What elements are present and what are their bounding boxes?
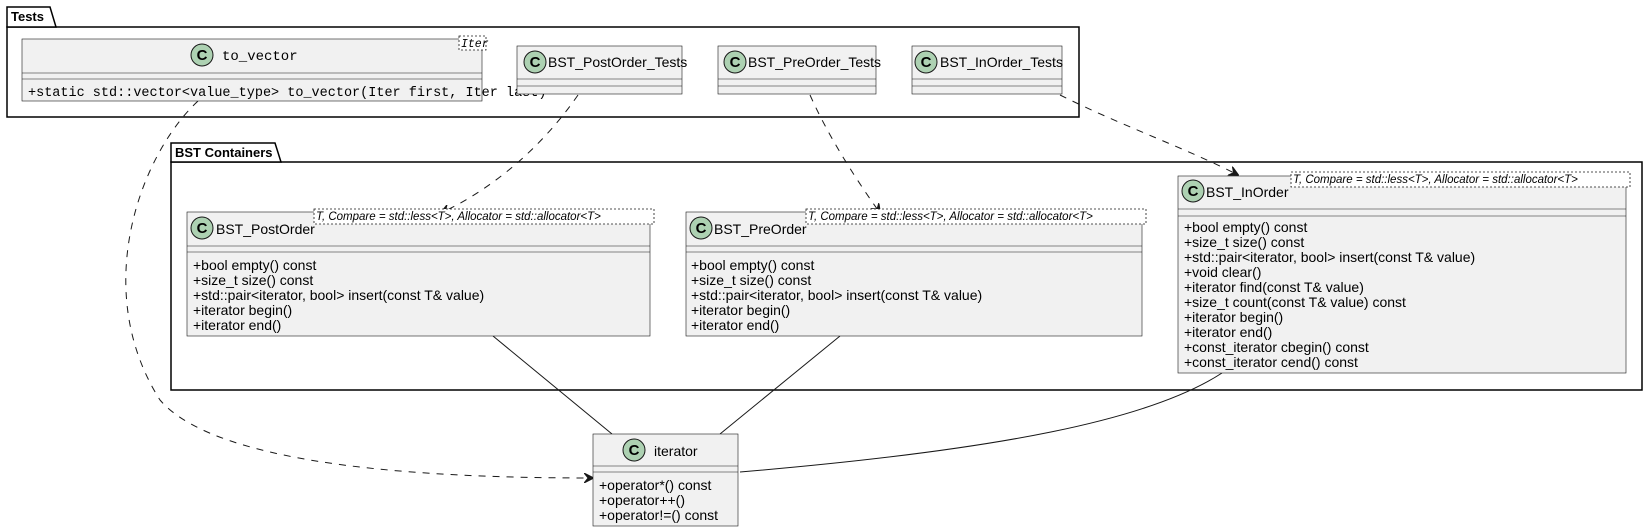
badge-letter: C <box>629 442 640 459</box>
member: +iterator end() <box>1184 324 1272 340</box>
badge-letter: C <box>921 54 932 71</box>
member: +operator++() <box>599 492 685 508</box>
class-badge-icon: C <box>622 438 646 462</box>
class-name: iterator <box>654 443 698 459</box>
member: +iterator begin() <box>193 302 292 318</box>
class-badge-icon: C <box>723 50 747 74</box>
badge-letter: C <box>730 54 741 71</box>
package-tests: Tests <box>6 6 1080 118</box>
member: +std::pair<iterator, bool> insert(const … <box>1184 249 1475 265</box>
member: +iterator end() <box>691 317 779 333</box>
relations <box>125 94 1238 478</box>
class-name: to_vector <box>222 49 298 65</box>
class-badge-icon: C <box>190 43 214 67</box>
dependency-inorder-tests <box>1059 94 1238 175</box>
class-iterator[interactable]: C iterator +operator*() const +operator+… <box>592 433 739 527</box>
member: +size_t size() const <box>193 272 313 288</box>
member: +const_iterator cbegin() const <box>1184 339 1369 355</box>
member: +size_t size() const <box>691 272 811 288</box>
member: +iterator end() <box>193 317 281 333</box>
class-badge-icon: C <box>523 50 547 74</box>
class-bst-inorder[interactable]: C BST_InOrder T, Compare = std::less<T>,… <box>1177 171 1631 374</box>
association-inorder-iterator <box>739 372 1223 473</box>
class-bst-preorder[interactable]: C BST_PreOrder T, Compare = std::less<T>… <box>685 208 1147 337</box>
template-params: T, Compare = std::less<T>, Allocator = s… <box>316 211 601 223</box>
dependency-preorder-tests <box>809 94 880 213</box>
template-params: T, Compare = std::less<T>, Allocator = s… <box>1293 174 1578 186</box>
class-bst-postorder-tests[interactable]: C BST_PostOrder_Tests <box>516 45 687 95</box>
dependency-postorder-tests <box>441 94 579 213</box>
class-bst-preorder-tests[interactable]: C BST_PreOrder_Tests <box>717 45 881 95</box>
association-postorder-iterator <box>492 335 613 435</box>
class-to-vector[interactable]: C to_vector Iter +static std::vector<val… <box>21 35 546 102</box>
member: +operator*() const <box>599 477 712 493</box>
badge-letter: C <box>1188 183 1199 200</box>
member: +void clear() <box>1184 264 1261 280</box>
package-title: BST Containers <box>175 145 273 160</box>
badge-letter: C <box>530 54 541 71</box>
class-bst-postorder[interactable]: C BST_PostOrder T, Compare = std::less<T… <box>186 208 655 337</box>
class-badge-icon: C <box>1181 179 1205 203</box>
badge-letter: C <box>197 220 208 237</box>
member: +std::pair<iterator, bool> insert(const … <box>193 287 484 303</box>
member: +operator!=() const <box>599 507 718 523</box>
template-params: T, Compare = std::less<T>, Allocator = s… <box>808 211 1093 223</box>
member: +const_iterator cend() const <box>1184 354 1358 370</box>
member: +iterator begin() <box>1184 309 1283 325</box>
class-name: BST_InOrder_Tests <box>940 54 1063 70</box>
member: +bool empty() const <box>691 257 814 273</box>
class-name: BST_PostOrder_Tests <box>548 54 687 70</box>
class-badge-icon: C <box>190 216 214 240</box>
class-badge-icon: C <box>914 50 938 74</box>
badge-letter: C <box>197 47 208 64</box>
member: +static std::vector<value_type> to_vecto… <box>28 86 546 101</box>
class-name: BST_PreOrder_Tests <box>748 54 881 70</box>
member: +iterator begin() <box>691 302 790 318</box>
member: +bool empty() const <box>1184 219 1307 235</box>
member: +size_t size() const <box>1184 234 1304 250</box>
package-bst-containers: BST Containers <box>170 142 1643 391</box>
class-name: BST_PreOrder <box>714 221 807 237</box>
class-badge-icon: C <box>689 216 713 240</box>
template-params: Iter <box>461 38 489 51</box>
member: +bool empty() const <box>193 257 316 273</box>
member: +std::pair<iterator, bool> insert(const … <box>691 287 982 303</box>
class-name: BST_PostOrder <box>216 221 315 237</box>
class-bst-inorder-tests[interactable]: C BST_InOrder_Tests <box>911 45 1063 95</box>
association-preorder-iterator <box>719 335 841 435</box>
badge-letter: C <box>696 220 707 237</box>
package-title: Tests <box>11 9 44 24</box>
member: +size_t count(const T& value) const <box>1184 294 1406 310</box>
member: +iterator find(const T& value) <box>1184 279 1364 295</box>
class-name: BST_InOrder <box>1206 184 1289 200</box>
